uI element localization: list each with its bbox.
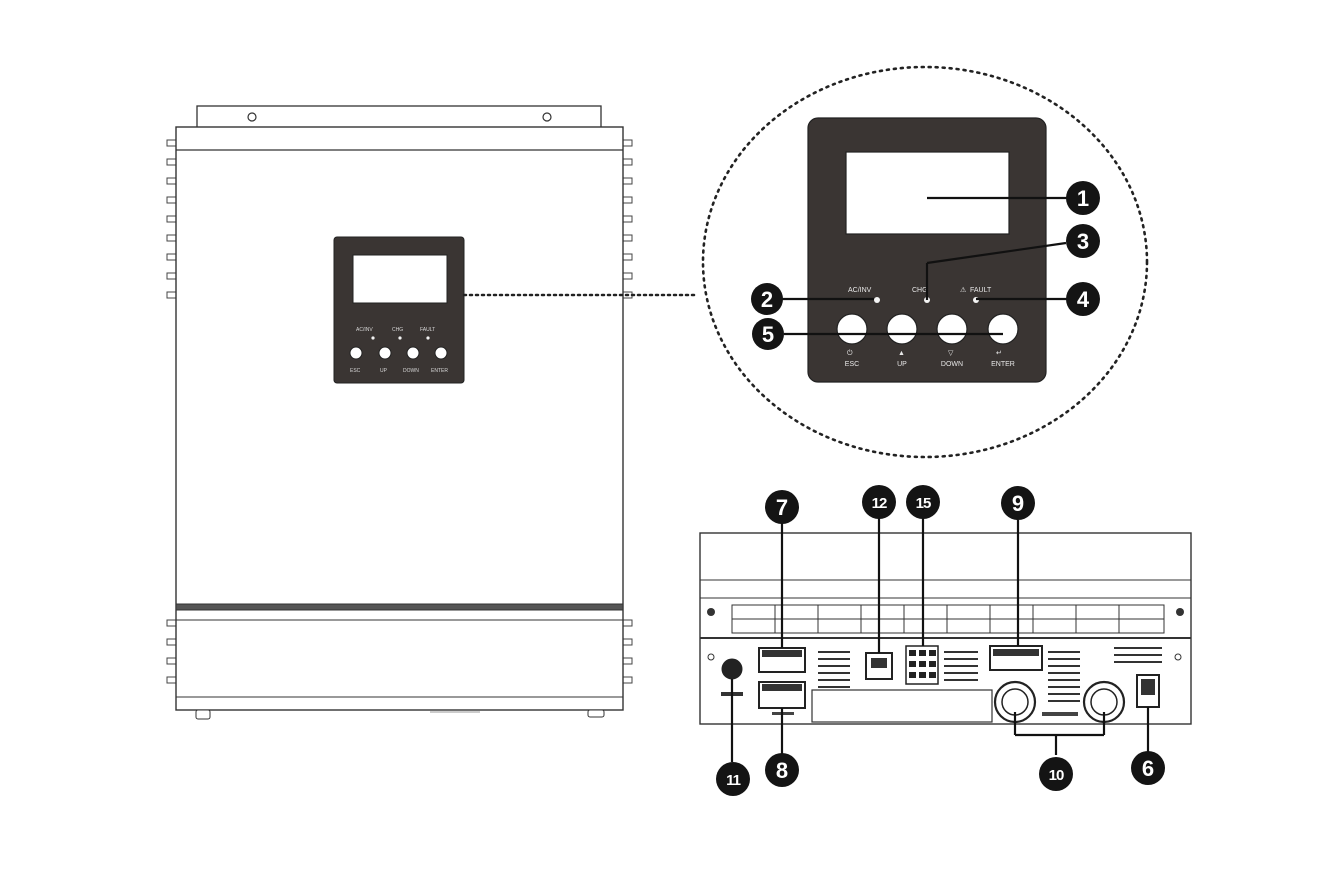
cooling-fins-left [166,139,177,684]
callout-7: 7 [765,490,799,524]
callout-10: 10 [1039,757,1073,791]
callout-6: 6 [1131,751,1165,785]
led-label-fault-small: FAULT [420,327,435,333]
callout-2: 2 [751,283,783,315]
inverter-front-view: AC/INV CHG FAULT ESC UP DOWN ENTER [166,105,697,720]
body-divider [175,603,624,611]
led-label-fault: FAULT [970,287,992,294]
callout-5: 5 [752,318,784,350]
mounting-hole [542,112,552,122]
svg-text:1: 1 [1077,186,1089,211]
down-label-small: DOWN [403,368,419,374]
svg-text:15: 15 [916,495,931,512]
callout-1: 1 [1066,181,1100,215]
inverter-rear-view [699,517,1192,762]
svg-text:9: 9 [1012,491,1024,516]
cooling-fins-right [622,139,633,684]
callout-4: 4 [1066,282,1100,316]
cover-plate [811,689,993,723]
up-label: UP [897,361,907,368]
warning-icon: ⚠ [960,286,966,294]
enter-button[interactable] [987,313,1019,345]
led-label-ac-inv-small: AC/INV [356,327,373,333]
inverter-body [175,126,624,711]
down-arrow-icon: ▽ [948,350,954,357]
svg-text:3: 3 [1077,229,1089,254]
up-button[interactable] [886,313,918,345]
lcd-screen [845,151,1010,235]
svg-text:11: 11 [726,772,741,789]
foot [195,709,211,720]
callout-11: 11 [716,762,750,796]
svg-text:8: 8 [776,758,788,783]
callout-3: 3 [1066,224,1100,258]
power-icon: ⏻ [847,349,853,357]
svg-text:4: 4 [1077,287,1090,312]
down-label: DOWN [941,361,963,368]
zoom-circle [701,65,1149,459]
led-label-ac-inv: AC/INV [848,287,872,294]
esc-label-small: ESC [350,368,361,374]
callout-9: 9 [1001,486,1035,520]
enter-label: ENTER [991,361,1015,368]
svg-text:12: 12 [872,495,887,512]
svg-text:5: 5 [762,322,774,347]
zoomed-control-panel: AC/INV CHG ⚠ FAULT ⏻ ▲ ▽ ↵ ESC UP DOWN E… [701,65,1149,459]
lcd-screen-small [352,254,448,304]
led-label-chg-small: CHG [392,327,403,333]
led-ac-inv [874,297,880,303]
svg-text:6: 6 [1142,756,1154,781]
mounting-hole [247,112,257,122]
esc-label: ESC [845,361,859,368]
callout-15: 15 [906,485,940,519]
svg-text:10: 10 [1049,767,1064,784]
foot [587,709,605,718]
svg-text:7: 7 [776,495,788,520]
up-button-small[interactable] [378,346,392,360]
mounting-bracket [196,105,602,129]
up-label-small: UP [380,368,388,374]
down-button[interactable] [936,313,968,345]
front-control-panel-small: AC/INV CHG FAULT ESC UP DOWN ENTER [333,236,465,384]
ground-terminal [721,658,743,680]
esc-button[interactable] [836,313,868,345]
dry-contact-pins [909,650,936,678]
rear-vent-grid [731,604,1165,634]
callout-12: 12 [862,485,896,519]
enter-button-small[interactable] [434,346,448,360]
esc-button-small[interactable] [349,346,363,360]
rear-callout-lines [730,517,1150,762]
enter-icon: ↵ [996,350,1002,357]
rear-slot-vents [818,647,1162,702]
led-label-chg: CHG [912,287,928,294]
svg-text:2: 2 [761,287,773,312]
down-button-small[interactable] [406,346,420,360]
callout-8: 8 [765,753,799,787]
up-arrow-icon: ▲ [898,350,905,357]
enter-label-small: ENTER [431,368,448,374]
